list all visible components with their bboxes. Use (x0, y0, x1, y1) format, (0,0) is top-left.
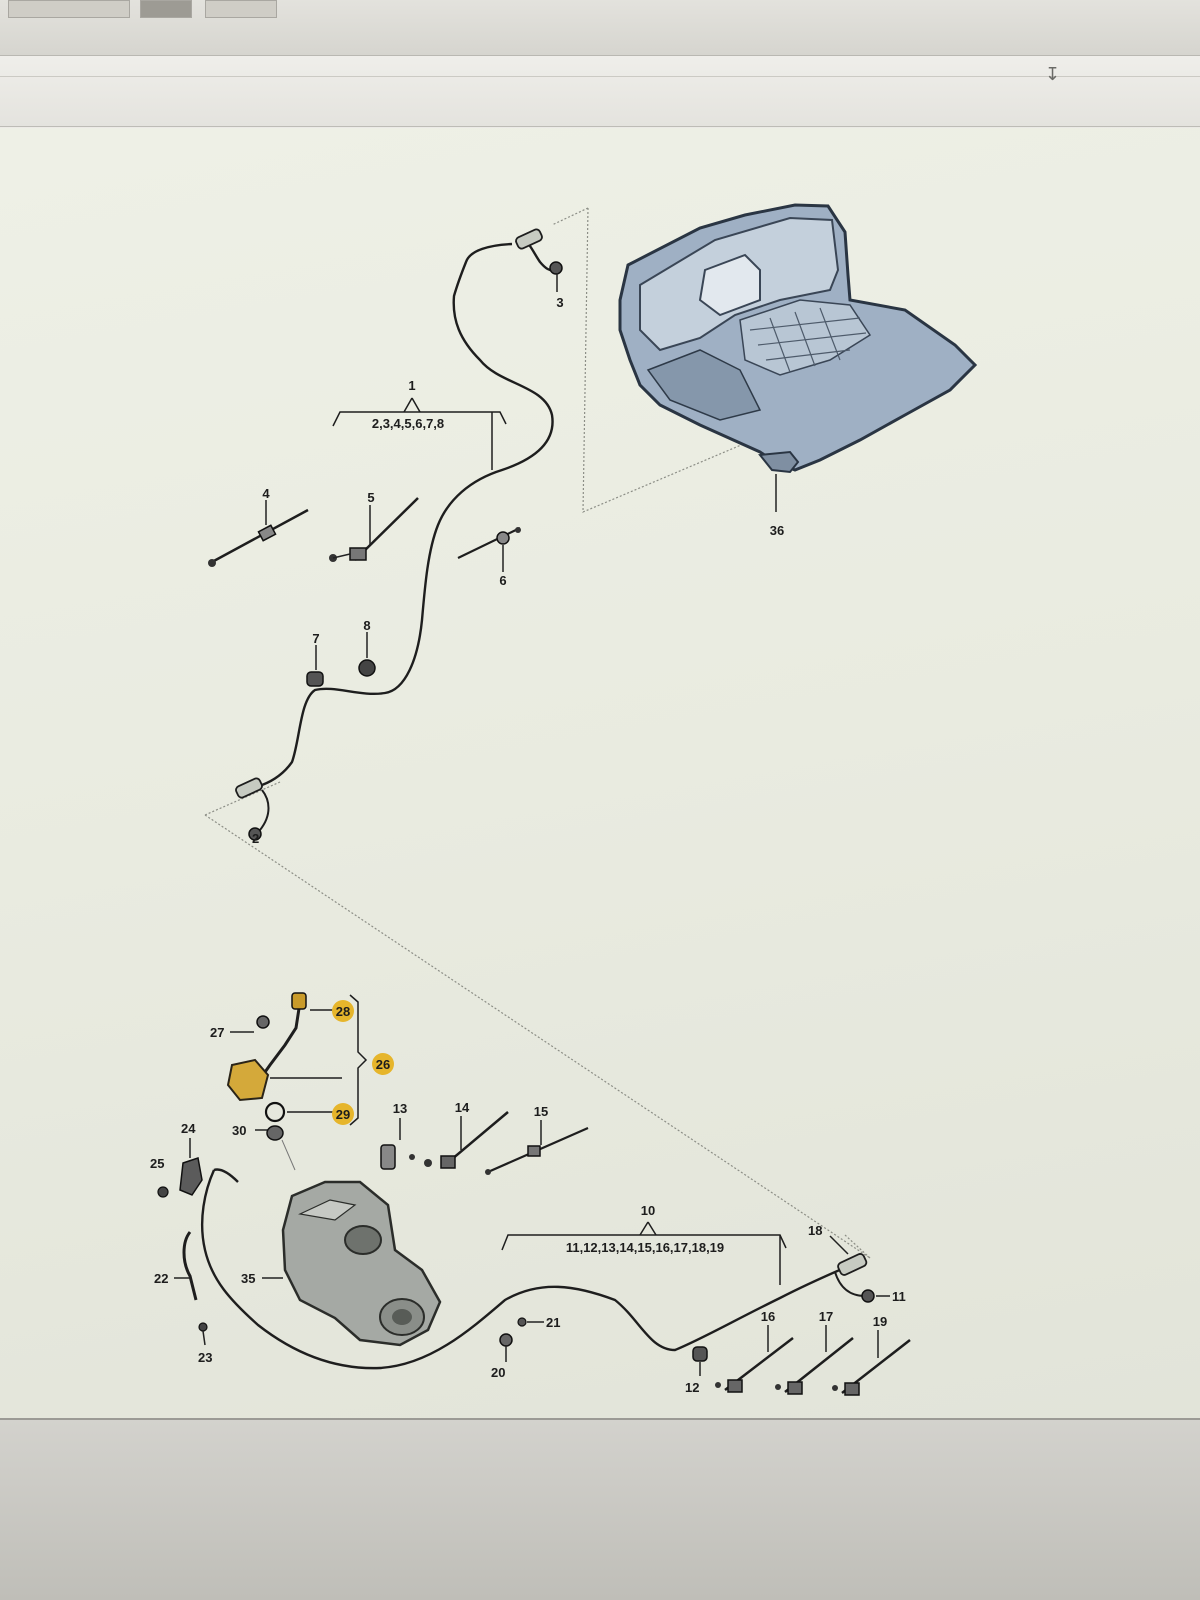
grommet-part-20[interactable] (499, 1317, 544, 1362)
viewer-toolbar (0, 56, 1200, 127)
clip-part-4[interactable] (208, 500, 309, 567)
group-1-bracket (332, 397, 507, 470)
browser-tab[interactable] (8, 0, 130, 18)
part-label-17[interactable]: 17 (819, 1309, 833, 1324)
part-label-13[interactable]: 13 (393, 1101, 407, 1116)
part-label-24[interactable]: 24 (181, 1121, 196, 1136)
seal-part-30[interactable] (255, 1125, 296, 1171)
pin-icon[interactable]: ↧ (1044, 64, 1060, 85)
clip-part-17[interactable] (775, 1325, 854, 1395)
part-label-23[interactable]: 23 (198, 1350, 212, 1365)
part-label-21[interactable]: 21 (546, 1315, 560, 1330)
highlight-29 (332, 1103, 354, 1125)
tank-assembly[interactable] (618, 203, 978, 512)
group-10-bracket (501, 1221, 787, 1285)
browser-tab[interactable] (140, 0, 192, 18)
actuator-part-35[interactable] (262, 1180, 442, 1347)
group-1-members: 2,3,4,5,6,7,8 (372, 416, 444, 431)
clip-part-14[interactable] (424, 1111, 509, 1169)
part-label-7[interactable]: 7 (312, 631, 319, 646)
part-label-27[interactable]: 27 (210, 1025, 224, 1040)
part-label-25[interactable]: 25 (150, 1156, 164, 1171)
part-label-18[interactable]: 18 (808, 1223, 822, 1238)
part-label-3[interactable]: 3 (556, 295, 563, 310)
part-label-14[interactable]: 14 (455, 1100, 470, 1115)
part-label-20[interactable]: 20 (491, 1365, 505, 1380)
browser-tab-strip (0, 0, 1200, 56)
canvas-bottom-edge (0, 1418, 1200, 1420)
monitor-bezel (0, 1420, 1200, 1600)
part-label-16[interactable]: 16 (761, 1309, 775, 1324)
browser-tab[interactable] (205, 0, 277, 18)
lower-sensor-line[interactable] (200, 1169, 859, 1370)
group-1-number[interactable]: 1 (408, 378, 415, 393)
part-label-5[interactable]: 5 (367, 490, 374, 505)
part-label-11[interactable]: 11 (892, 1289, 906, 1304)
parts-diagram-canvas (0, 128, 1200, 1418)
part-label-22[interactable]: 22 (154, 1271, 168, 1286)
sensor-part-26-assembly[interactable] (226, 992, 307, 1123)
part-label-35[interactable]: 35 (241, 1271, 255, 1286)
group-10-members: 11,12,13,14,15,16,17,18,19 (566, 1240, 724, 1255)
clip-part-16[interactable] (715, 1325, 794, 1393)
part-label-2[interactable]: 2 (252, 831, 259, 846)
part-label-4[interactable]: 4 (262, 486, 270, 501)
clip-part-6[interactable] (457, 527, 521, 572)
clip-part-19[interactable] (832, 1330, 911, 1396)
part-label-29[interactable]: 29 (336, 1107, 350, 1122)
part-label-28[interactable]: 28 (336, 1004, 350, 1019)
bracket-part-24[interactable] (157, 1138, 203, 1198)
part-label-36[interactable]: 36 (770, 523, 784, 538)
part-label-19[interactable]: 19 (873, 1314, 887, 1329)
clip-part-15[interactable] (485, 1120, 589, 1175)
hanger-part-22[interactable] (174, 1231, 208, 1346)
guide-lines (204, 207, 871, 1259)
highlight-26 (372, 1053, 394, 1075)
connector-part-18[interactable] (829, 1235, 890, 1303)
upper-sensor-line-ends[interactable] (235, 228, 563, 841)
cap-part-8[interactable] (358, 632, 376, 677)
part-label-6[interactable]: 6 (499, 573, 506, 588)
group-26-number[interactable]: 26 (376, 1057, 390, 1072)
grommet-part-12[interactable] (692, 1346, 708, 1376)
group-10-number[interactable]: 10 (641, 1203, 655, 1218)
part-label-12[interactable]: 12 (685, 1380, 699, 1395)
highlight-28 (332, 1000, 354, 1022)
toolbar-divider (0, 76, 1200, 77)
grommet-part-7[interactable] (306, 645, 324, 687)
part-label-8[interactable]: 8 (363, 618, 370, 633)
clip-part-13[interactable] (380, 1118, 415, 1170)
clip-part-5[interactable] (329, 497, 419, 562)
group-26-bracket (270, 994, 368, 1126)
part-label-15[interactable]: 15 (534, 1104, 548, 1119)
part-label-30[interactable]: 30 (232, 1123, 246, 1138)
